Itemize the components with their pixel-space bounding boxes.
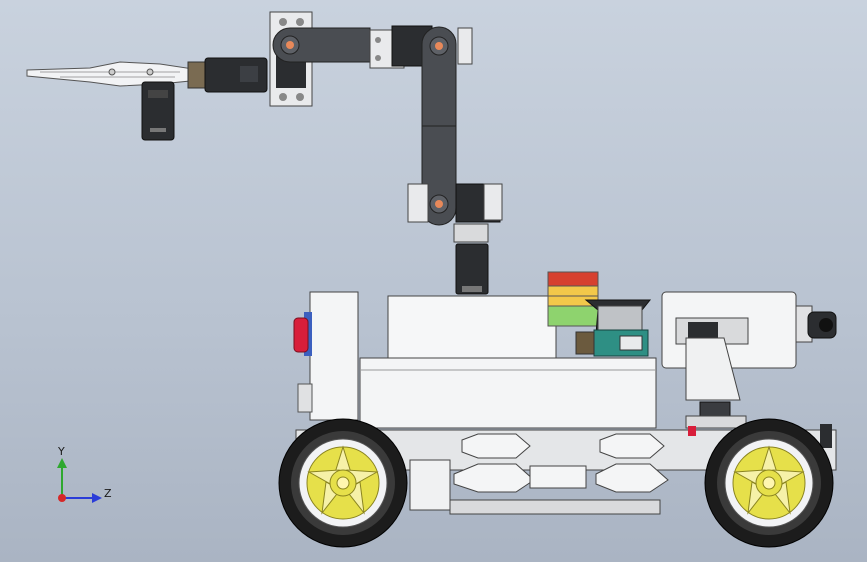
front-wheel [278, 418, 408, 548]
robot-arm [26, 11, 503, 295]
z-axis-arrow [92, 493, 102, 503]
coordinate-triad[interactable]: Y Z [57, 445, 112, 503]
elbow-pivot [435, 42, 443, 50]
rear-wheel [704, 418, 834, 548]
camera-gimbal [661, 291, 837, 429]
upper-arm-link [272, 27, 371, 63]
vehicle-base [278, 271, 837, 548]
emergency-button [293, 317, 309, 353]
wrist-servo-horizontal [187, 57, 268, 93]
y-axis-label: Y [57, 445, 65, 458]
base-pivot [435, 200, 443, 208]
base-servo-bracket [407, 183, 503, 295]
main-chassis [359, 357, 657, 429]
gripper [26, 61, 201, 87]
elbow-servo [369, 25, 473, 69]
wrist-servo-lower [141, 81, 175, 141]
top-deck-box [387, 295, 557, 359]
x-axis-dot [58, 494, 66, 502]
signal-light-tower [547, 271, 599, 327]
front-panel [293, 291, 359, 421]
shoulder-pivot [286, 41, 294, 49]
lidar-module [584, 299, 652, 335]
forearm-link [421, 26, 457, 226]
y-axis-arrow [57, 458, 67, 468]
z-axis-label: Z [104, 487, 112, 500]
